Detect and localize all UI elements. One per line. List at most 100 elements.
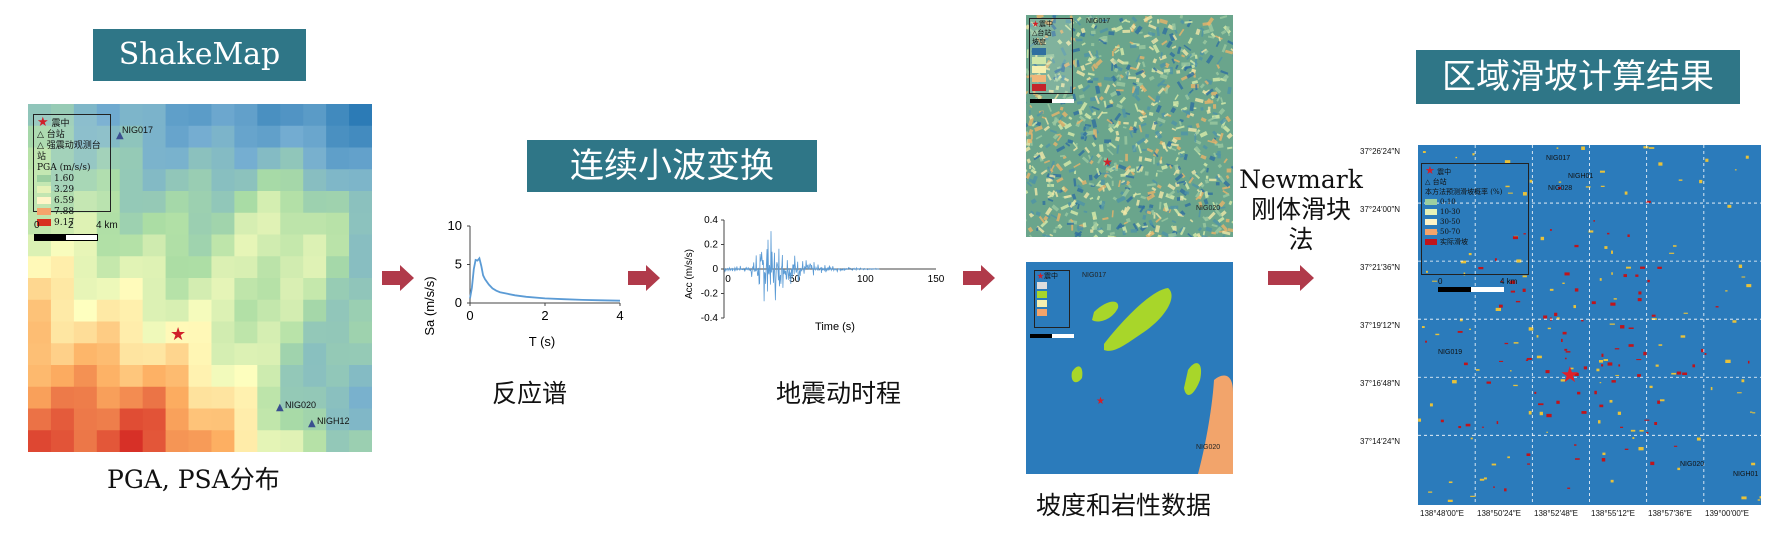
slope-texture-cell (1176, 70, 1181, 74)
landslide-cell (1732, 320, 1737, 323)
slope-texture-cell (1060, 47, 1067, 56)
shakemap-cell (257, 299, 281, 322)
legend-item-label: 30-50 (1440, 218, 1461, 226)
result-station-1: NIG017 (1546, 155, 1571, 162)
shakemap-cell (50, 212, 75, 235)
lon-label: 138°48′00″E (1420, 509, 1465, 518)
shakemap-cell (28, 408, 52, 431)
result-station-3: NIG028 (1548, 185, 1573, 192)
slope-texture-cell (1026, 123, 1029, 129)
slope-texture-cell (1125, 217, 1131, 223)
slope-texture-cell (1055, 163, 1064, 172)
slope-texture-cell (1225, 115, 1232, 123)
shakemap-cell (234, 386, 258, 409)
landslide-cell (1495, 307, 1501, 312)
landslide-cell (1650, 461, 1655, 466)
slope-texture-cell (1102, 217, 1109, 221)
slope-texture-cell (1209, 121, 1218, 125)
slope-texture-cell (1198, 209, 1202, 218)
landslide-cell (1510, 280, 1516, 284)
slope-texture-cell (1157, 87, 1165, 95)
slope-texture-cell (1217, 173, 1221, 178)
slope-texture-cell (1170, 143, 1179, 147)
landslide-cell (1440, 419, 1444, 423)
landslide-cell (1623, 274, 1627, 278)
slope-texture-cell (1202, 21, 1211, 26)
rs-xtick-label: 0 (466, 308, 473, 323)
slope-texture-cell (1030, 210, 1035, 215)
slope-texture-cell (1076, 187, 1084, 194)
slope-texture-cell (1139, 165, 1144, 172)
landslide-cell (1715, 306, 1719, 308)
slope-texture-cell (1186, 71, 1195, 79)
slope-texture-cell (1047, 198, 1054, 202)
landslide-cell (1625, 266, 1631, 269)
shakemap-cell (257, 256, 281, 279)
slope-texture-cell (1179, 155, 1185, 158)
landslide-cell (1648, 147, 1655, 149)
slope-texture-cell (1192, 232, 1198, 237)
slope-texture-cell (1200, 117, 1207, 123)
slope-texture-cell (1187, 37, 1193, 45)
slope-texture-cell (1163, 112, 1169, 118)
slope-texture-cell (1045, 54, 1055, 59)
caption-response-spectrum: 反应谱 (492, 379, 568, 408)
slope-texture-cell (1120, 209, 1128, 216)
slope-texture-cell (1195, 191, 1201, 198)
shakemap-cell (280, 430, 304, 452)
slope-texture-cell (1111, 51, 1114, 57)
slope-texture-cell (1167, 190, 1176, 198)
slope-texture-cell (1089, 33, 1095, 37)
legend-swatch (1425, 199, 1437, 205)
landslide-cell (1603, 359, 1608, 361)
slope-texture-cell (1202, 39, 1208, 45)
shakemap-cell (257, 104, 281, 127)
shakemap-cell (28, 365, 52, 388)
slope-texture-cell (1109, 57, 1118, 66)
slope-texture-cell (1118, 180, 1122, 188)
shakemap-cell (73, 321, 98, 344)
slope-texture-cell (1170, 147, 1177, 152)
slope-texture-cell (1063, 194, 1072, 199)
slope-texture-cell (1160, 52, 1163, 59)
slope-texture-cell (1087, 80, 1094, 84)
slope-texture-cell (1214, 202, 1218, 207)
slope-texture-cell (1115, 136, 1120, 142)
shakemap-cell (280, 256, 304, 279)
slope-texture-cell (1084, 123, 1092, 127)
slope-texture-cell (1209, 155, 1216, 162)
shakemap-cell (303, 147, 327, 170)
shakemap-cell (257, 408, 281, 431)
slope-texture-cell (1205, 54, 1214, 64)
slope-texture-cell (1222, 185, 1231, 190)
shakemap-cell (188, 256, 212, 279)
slope-texture-cell (1129, 26, 1133, 32)
slope-texture-cell (1217, 163, 1223, 169)
shakemap-cell (50, 299, 75, 322)
shakemap-cell (211, 365, 235, 388)
epicenter-star-icon: ★ (1425, 164, 1435, 177)
slope-texture-cell (1153, 151, 1159, 158)
slope-texture-cell (1151, 209, 1155, 216)
slope-texture-cell (1206, 109, 1211, 115)
shakemap-cell (326, 256, 350, 279)
result-scale-4: 4 km (1500, 277, 1518, 286)
slope-texture-cell (1161, 217, 1169, 223)
slope-texture-cell (1045, 143, 1051, 149)
slope-texture-cell (1053, 117, 1058, 126)
legend-item-label: 3.29 (54, 185, 75, 195)
shakemap-cell (96, 234, 121, 257)
landslide-cell (1510, 370, 1512, 372)
landslide-cell (1628, 327, 1634, 329)
epicenter-star-icon: ★ (1032, 20, 1039, 28)
slope-texture-cell (1170, 205, 1179, 210)
shakemap-cell (303, 125, 327, 148)
slope-texture-cell (1073, 17, 1082, 26)
landslide-cell (1510, 290, 1516, 293)
slope-texture-cell (1112, 44, 1120, 52)
landslide-cell (1599, 278, 1602, 281)
slope-texture-cell (1109, 99, 1114, 104)
lon-label: 138°52′48″E (1534, 509, 1579, 518)
